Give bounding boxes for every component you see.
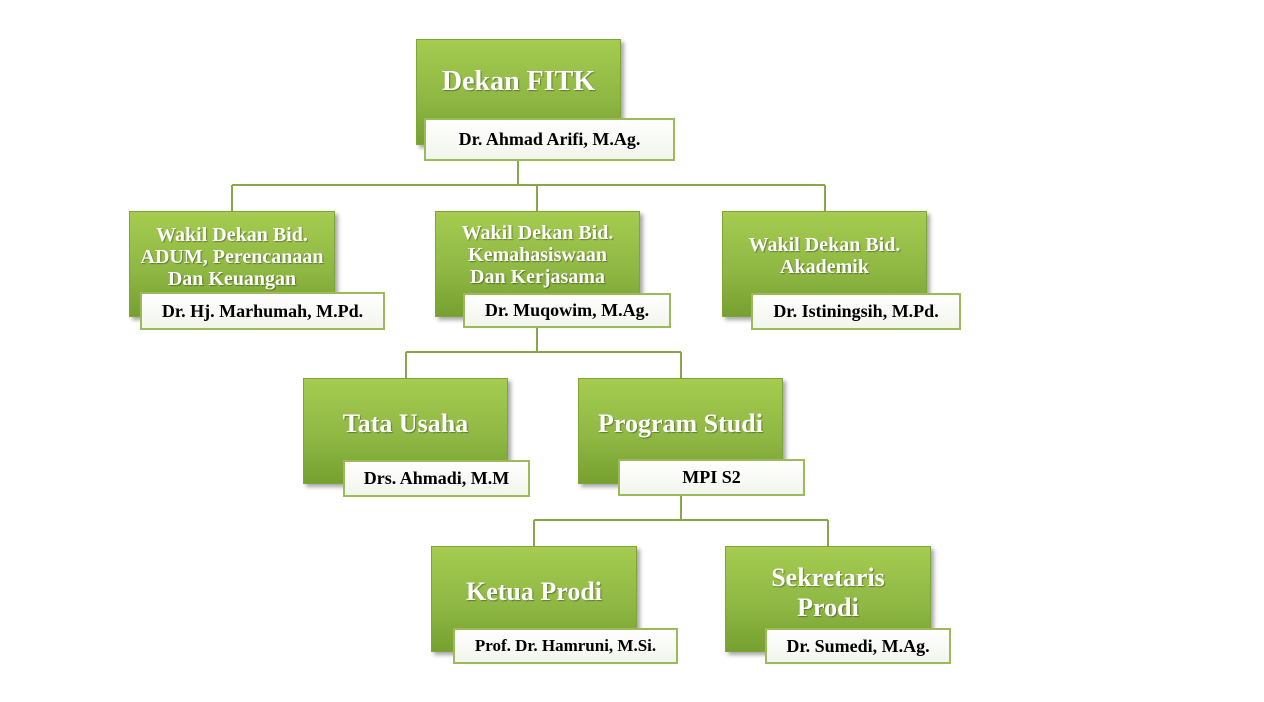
node-wakil-kemahasiswaan-title: Wakil Dekan Bid. Kemahasiswaan Dan Kerja… <box>436 222 639 288</box>
name-wakil-kemahasiswaan: Dr. Muqowim, M.Ag. <box>463 293 671 328</box>
node-sekretaris-prodi-line-1: Sekretaris <box>771 563 885 592</box>
node-wakil-adum-line-1: Wakil Dekan Bid. <box>156 224 308 246</box>
node-wakil-adum-line-2: ADUM, Perencanaan <box>140 246 324 268</box>
connector-wakil-tu-prodi <box>405 327 682 378</box>
node-sekretaris-prodi-line-2: Prodi <box>797 593 859 622</box>
name-sekretaris-prodi: Dr. Sumedi, M.Ag. <box>765 628 951 664</box>
node-wakil-akademik-line-1: Wakil Dekan Bid. <box>748 234 901 256</box>
name-wakil-adum: Dr. Hj. Marhumah, M.Pd. <box>140 292 385 330</box>
name-program-studi: MPI S2 <box>618 459 805 496</box>
node-wakil-akademik-line-2: Akademik <box>780 256 869 278</box>
node-wakil-kemahasiswaan-line-3: Dan Kerjasama <box>470 266 605 288</box>
name-wakil-akademik: Dr. Istiningsih, M.Pd. <box>751 293 961 330</box>
node-ketua-prodi-title: Ketua Prodi <box>465 577 603 606</box>
node-tata-usaha-title: Tata Usaha <box>342 409 469 438</box>
node-wakil-adum-title: Wakil Dekan Bid. ADUM, Perencanaan Dan K… <box>130 224 334 290</box>
connector-prodi-ketua-sekretaris <box>533 495 829 546</box>
connector-dekan-wakil <box>231 160 826 211</box>
node-program-studi-title: Program Studi <box>598 409 763 438</box>
node-wakil-akademik-title: Wakil Dekan Bid. Akademik <box>723 234 926 278</box>
name-dekan: Dr. Ahmad Arifi, M.Ag. <box>424 118 675 161</box>
node-wakil-kemahasiswaan-line-1: Wakil Dekan Bid. <box>461 222 614 244</box>
node-wakil-kemahasiswaan-line-2: Kemahasiswaan <box>468 244 607 266</box>
node-wakil-adum-line-3: Dan Keuangan <box>167 268 297 290</box>
node-dekan-title: Dekan FITK <box>441 66 596 97</box>
node-sekretaris-prodi-title: Sekretaris Prodi <box>726 563 930 623</box>
name-ketua-prodi: Prof. Dr. Hamruni, M.Si. <box>453 628 678 664</box>
name-tata-usaha: Drs. Ahmadi, M.M <box>343 460 530 497</box>
